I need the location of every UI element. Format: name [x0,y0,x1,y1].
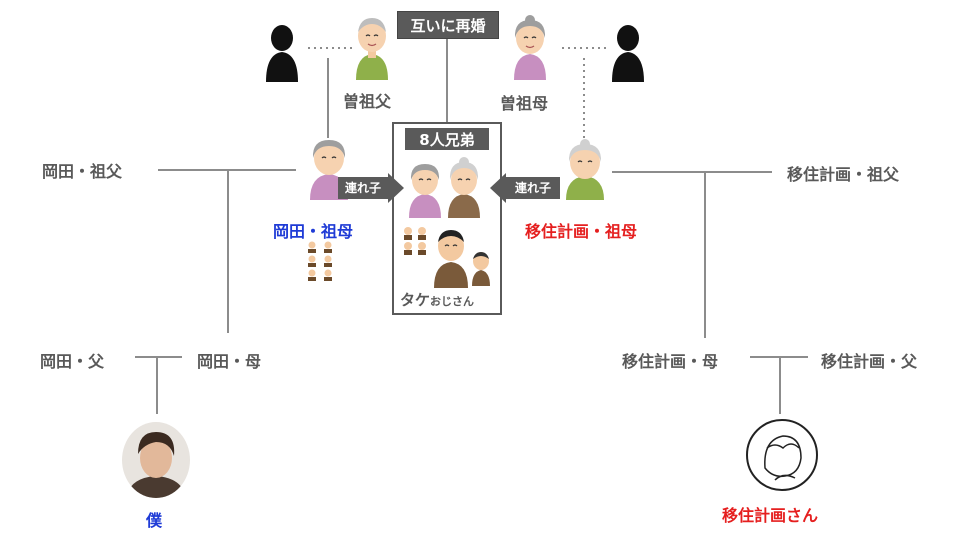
great-grandmother-label: 曽祖母 [500,94,549,113]
sibling-small-faces-icon [404,227,426,255]
take-uncle-label: タケおじさん [400,291,475,309]
take-child-icon [472,252,490,286]
ijuu-person-label: 移住計画さん [722,506,819,525]
siblings-box-title: 8人兄弟 [405,128,489,150]
me-avatar [122,422,190,498]
great-grandfather-icon [356,18,388,80]
ijuu-father-label: 移住計画・父 [821,352,918,371]
sibling-grandmother-2-icon [448,157,480,218]
ijuu-mother-label: 移住計画・母 [622,352,719,371]
left-stepchild-arrow: 連れ子 [338,173,404,203]
okada-grandfather-label: 岡田・祖父 [42,162,123,181]
right-stepchild-arrow: 連れ子 [490,173,566,203]
silhouette-right-icon [612,25,644,82]
okada-grandmother-children-icon [308,241,332,281]
me-label: 僕 [146,511,163,530]
great-grandmother-icon [514,15,546,80]
okada-father-label: 岡田・父 [40,352,105,371]
okada-grandmother-label: 岡田・祖母 [273,222,354,241]
ijuu-grandfather-label: 移住計画・祖父 [787,165,900,184]
ijuu-grandmother-label: 移住計画・祖母 [525,222,638,241]
ijuu-person-avatar [746,419,818,491]
take-uncle-icon [434,230,468,288]
silhouette-left-icon [266,25,298,82]
ijuu-grandmother-icon [566,139,604,200]
okada-mother-label: 岡田・母 [197,352,262,371]
great-grandfather-label: 曽祖父 [343,92,392,111]
sibling-grandmother-icon [409,164,441,218]
remarriage-banner: 互いに再婚 [397,11,499,39]
